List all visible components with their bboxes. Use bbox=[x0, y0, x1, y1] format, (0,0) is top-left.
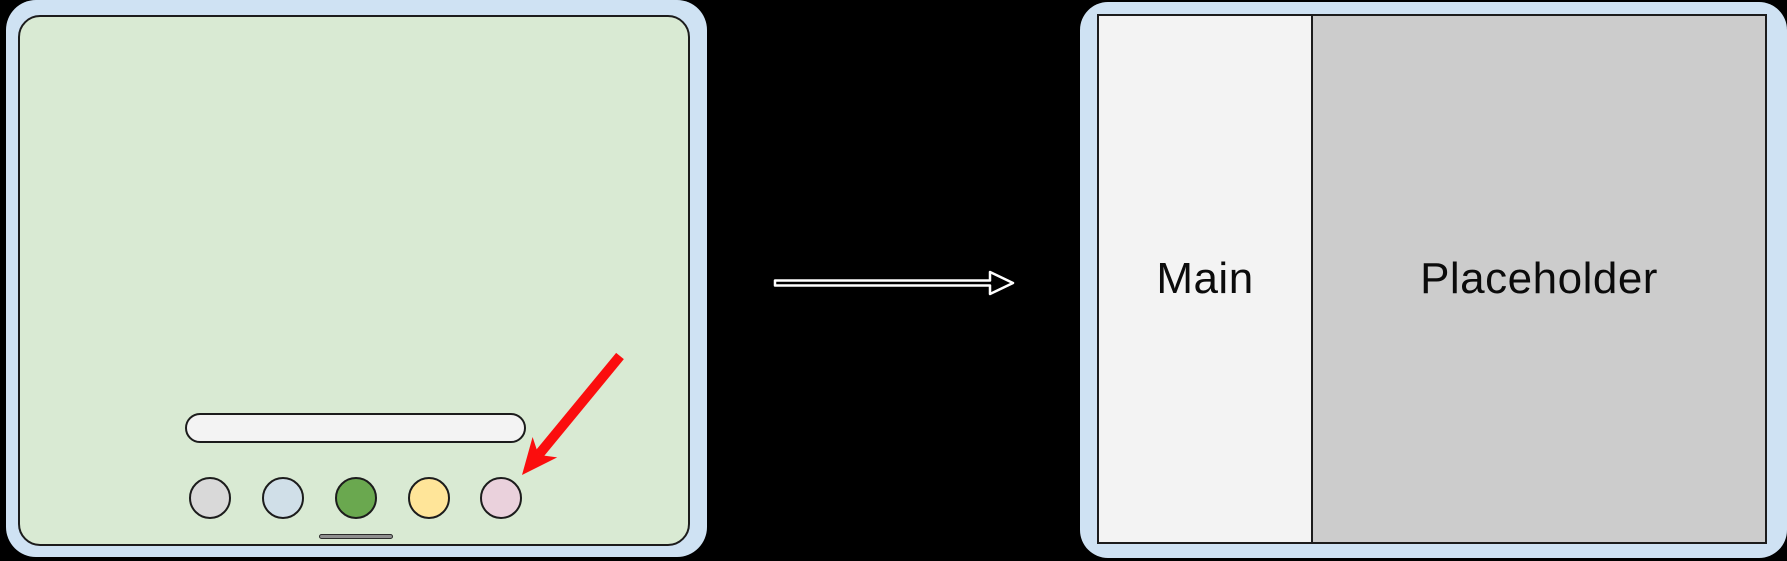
placeholder-pane-label: Placeholder bbox=[1420, 254, 1658, 303]
main-pane-label: Main bbox=[1156, 254, 1254, 303]
tap-pointer-arrow-icon bbox=[522, 352, 624, 475]
home-screen bbox=[18, 15, 690, 546]
dock-app-pink-icon[interactable] bbox=[480, 477, 522, 519]
search-bar[interactable] bbox=[185, 413, 526, 443]
placeholder-pane[interactable]: Placeholder bbox=[1313, 16, 1765, 542]
transition-arrow-icon bbox=[773, 270, 1015, 296]
split-screen: Main Placeholder bbox=[1097, 14, 1767, 544]
home-indicator[interactable] bbox=[319, 534, 393, 539]
dock-app-yellow-icon[interactable] bbox=[408, 477, 450, 519]
dock-app-gray-icon[interactable] bbox=[189, 477, 231, 519]
dock-app-green-icon[interactable] bbox=[335, 477, 377, 519]
pane-divider[interactable] bbox=[1311, 16, 1313, 542]
main-pane[interactable]: Main bbox=[1099, 16, 1311, 542]
dock-app-blue-icon[interactable] bbox=[262, 477, 304, 519]
tablet-after-frame: Main Placeholder bbox=[1080, 2, 1787, 558]
tablet-before-frame bbox=[6, 0, 707, 557]
